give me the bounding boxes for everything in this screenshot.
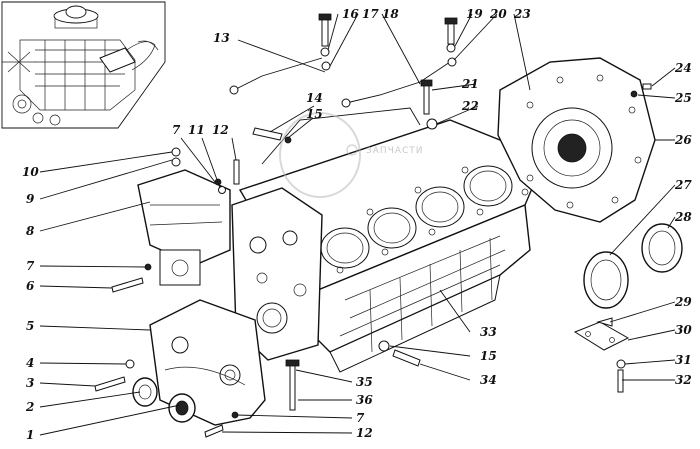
leader-lines — [39, 13, 676, 436]
callout-6: 6 — [26, 279, 35, 293]
callout-10: 10 — [22, 165, 39, 179]
cover-plate-30 — [573, 321, 630, 351]
callout-31: 31 — [675, 353, 692, 367]
callout-4: 4 — [26, 356, 34, 370]
callout-7-top: 7 — [172, 123, 181, 137]
callout-24: 24 — [674, 61, 692, 75]
callout-27: 27 — [674, 178, 692, 192]
callout-18: 18 — [382, 7, 399, 21]
callout-35: 35 — [356, 375, 373, 389]
callout-32: 32 — [675, 373, 692, 387]
callout-15-top: 15 — [306, 107, 323, 121]
callout-22: 22 — [461, 99, 479, 113]
callout-7-left: 7 — [26, 259, 35, 273]
callout-13: 13 — [213, 31, 230, 45]
callout-25: 25 — [674, 91, 692, 105]
flywheel-housing — [497, 57, 656, 223]
callout-8: 8 — [26, 224, 35, 238]
callout-9: 9 — [26, 192, 35, 206]
seal-ring-28 — [641, 223, 683, 273]
housing-8 — [137, 169, 231, 286]
callout-15-right: 15 — [480, 349, 497, 363]
callout-16: 16 — [342, 7, 359, 21]
oil-tube-18 — [341, 61, 451, 108]
front-end-plate — [231, 187, 323, 361]
callout-17: 17 — [362, 7, 379, 21]
fasteners — [94, 13, 652, 438]
callout-1: 1 — [26, 428, 34, 442]
callout-14: 14 — [306, 91, 323, 105]
callout-20: 20 — [489, 7, 507, 21]
callout-21: 21 — [461, 77, 479, 91]
callout-3: 3 — [26, 376, 34, 390]
callout-2: 2 — [25, 400, 34, 414]
callout-12-top: 12 — [212, 123, 229, 137]
callout-labels: 1 2 3 4 5 6 7 8 9 10 7 11 12 13 14 15 16… — [22, 7, 692, 442]
engine-overview-inset — [1, 1, 166, 129]
callout-29: 29 — [674, 295, 692, 309]
cylinder-bores — [320, 165, 513, 269]
front-cover — [149, 299, 266, 426]
seal-ring-27 — [583, 251, 629, 309]
watermark-text: ЗАПЧАСТИ — [366, 146, 424, 156]
callout-28: 28 — [674, 210, 692, 224]
callout-33: 33 — [480, 325, 497, 339]
callout-19: 19 — [466, 7, 483, 21]
callout-26: 26 — [674, 133, 692, 147]
callout-12-bottom: 12 — [356, 426, 373, 440]
watermark: ЗАПЧАСТИ — [279, 112, 424, 198]
callout-34: 34 — [480, 373, 497, 387]
oil-tube-13 — [229, 57, 323, 95]
callout-5: 5 — [26, 319, 34, 333]
callout-7-bottom: 7 — [356, 411, 365, 425]
callout-36: 36 — [356, 393, 373, 407]
callout-11: 11 — [188, 123, 205, 137]
callout-23: 23 — [513, 7, 531, 21]
callout-30: 30 — [675, 323, 692, 337]
